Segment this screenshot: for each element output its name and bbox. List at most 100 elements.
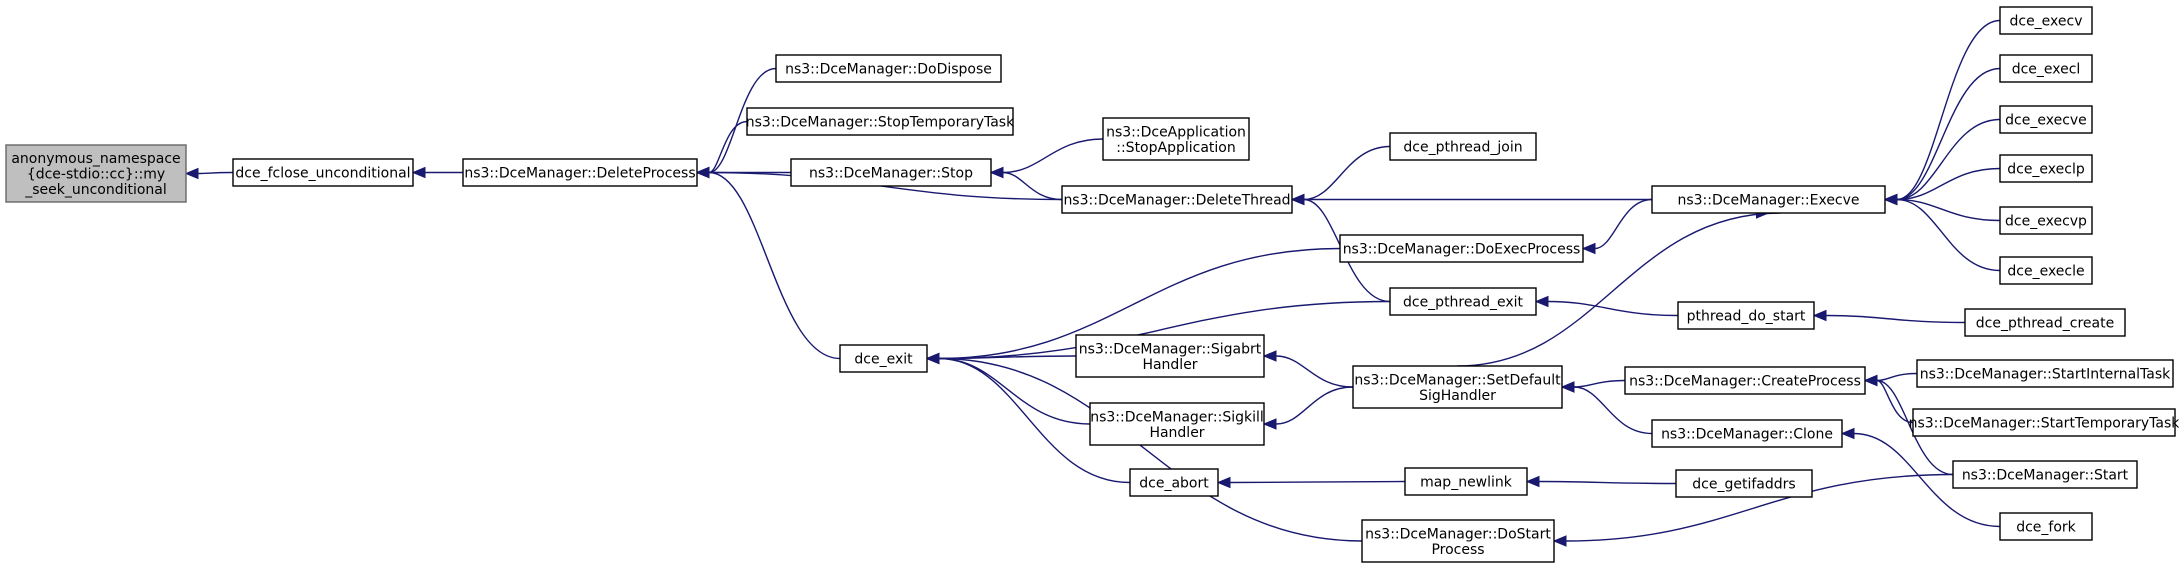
node-label: _seek_unconditional (24, 182, 167, 198)
node-label: dce_getifaddrs (1692, 477, 1795, 493)
node-label: Process (1431, 542, 1484, 558)
node-box (1999, 256, 2093, 285)
arrowhead-icon (1552, 535, 1567, 547)
node-pdostart[interactable]: pthread_do_start (1677, 301, 1815, 330)
node-label: ns3::DceManager::DoExecProcess (1343, 242, 1581, 258)
arrowhead-icon (411, 166, 426, 179)
node-deletethread[interactable]: ns3::DceManager::DeleteThread (1061, 185, 1293, 214)
node-label: dce_execvp (2005, 214, 2087, 230)
edge-sigkill-to-dceexit (938, 357, 1091, 425)
arrowhead-icon (1560, 381, 1575, 393)
node-box (1964, 308, 2126, 337)
node-starttemp[interactable]: ns3::DceManager::StartTemporaryTask (1909, 408, 2181, 437)
edge-execv-to-execve (1896, 19, 2001, 201)
node-box (1404, 467, 1528, 496)
edges-layer (184, 19, 2001, 547)
edge-execve2-to-execve (1896, 118, 2001, 201)
node-label: ns3::DceManager::SetDefault (1354, 372, 1561, 388)
edge-execl-to-execve (1896, 67, 2001, 201)
node-stoptemp[interactable]: ns3::DceManager::StopTemporaryTask (746, 107, 1015, 136)
edge-execle-to-execve (1896, 198, 2001, 272)
node-execv[interactable]: dce_execv (1999, 6, 2093, 35)
node-label: ns3::DceManager::DeleteThread (1063, 193, 1290, 209)
node-execve[interactable]: ns3::DceManager::Execve (1651, 185, 1886, 214)
node-startinternal[interactable]: ns3::DceManager::StartInternalTask (1916, 359, 2174, 388)
node-box (775, 54, 1002, 83)
node-label: dce_pthread_join (1403, 140, 1522, 156)
arrowhead-icon (989, 166, 1004, 179)
node-execl[interactable]: dce_execl (1999, 54, 2093, 83)
node-box (1352, 365, 1563, 409)
node-box (1675, 469, 1813, 498)
node-label: dce_execlp (2007, 162, 2085, 178)
node-box (1999, 6, 2093, 35)
node-label: dce_pthread_create (1976, 316, 2114, 332)
node-label: dce_abort (1139, 476, 1209, 492)
node-label: ns3::DceApplication (1106, 124, 1246, 140)
arrowhead-icon (184, 167, 199, 180)
node-pexit[interactable]: dce_pthread_exit (1389, 287, 1537, 316)
edge-dostart-to-dceexit (938, 357, 1363, 542)
node-label: ns3::DceManager::StartTemporaryTask (1909, 416, 2181, 432)
node-label: ns3::DceManager::Start (1962, 468, 2129, 484)
edge-execlp-to-execve (1896, 167, 2001, 201)
arrowhead-icon (1290, 193, 1305, 206)
node-box (1912, 408, 2176, 437)
node-pcreate[interactable]: dce_pthread_create (1964, 308, 2126, 337)
node-box (1089, 402, 1265, 446)
edge-doexec-to-dceexit (938, 247, 1341, 360)
edge-dodispose-to-deleteprocess (708, 67, 777, 174)
node-label: ns3::DceManager::DoStart (1365, 526, 1551, 542)
node-label: ns3::DceManager::StartInternalTask (1920, 367, 2171, 383)
node-label: ns3::DceManager::Sigabrt (1079, 341, 1262, 357)
edge-setdefault-to-sigkill (1275, 386, 1354, 425)
node-abort[interactable]: dce_abort (1129, 468, 1219, 497)
node-label: dce_execve (2005, 113, 2087, 129)
node-label: ns3::DceManager::Stop (809, 166, 973, 182)
node-anon[interactable]: anonymous_namespace{dce-stdio::cc}::my_s… (5, 144, 187, 203)
node-execle[interactable]: dce_execle (1999, 256, 2093, 285)
node-box (1129, 468, 1219, 497)
node-execlp[interactable]: dce_execlp (1999, 154, 2093, 183)
edge-stopapp-to-stop (1002, 138, 1104, 174)
node-createproc[interactable]: ns3::DceManager::CreateProcess (1624, 366, 1866, 395)
node-fork[interactable]: dce_fork (1999, 512, 2093, 541)
node-label: ns3::DceManager::Sigkill (1090, 409, 1264, 425)
node-doexec[interactable]: ns3::DceManager::DoExecProcess (1339, 234, 1584, 263)
node-pjoin[interactable]: dce_pthread_join (1389, 132, 1537, 161)
node-start[interactable]: ns3::DceManager::Start (1952, 460, 2138, 489)
node-box (462, 158, 698, 187)
arrowhead-icon (1581, 242, 1596, 255)
node-execve2[interactable]: dce_execve (1999, 105, 2093, 134)
edge-fork-to-clone (1853, 432, 2001, 528)
node-execvp[interactable]: dce_execvp (1999, 206, 2093, 235)
node-box (1999, 206, 2093, 235)
node-dodispose[interactable]: ns3::DceManager::DoDispose (775, 54, 1002, 83)
node-dceexit[interactable]: dce_exit (839, 344, 928, 373)
edge-createproc-to-setdefault (1573, 379, 1626, 388)
node-label: ns3::DceManager::Clone (1661, 427, 1833, 443)
node-deleteprocess[interactable]: ns3::DceManager::DeleteProcess (462, 158, 698, 187)
node-stop[interactable]: ns3::DceManager::Stop (790, 158, 992, 187)
arrowhead-icon (1216, 476, 1231, 489)
node-getifaddrs[interactable]: dce_getifaddrs (1675, 469, 1813, 498)
arrowhead-icon (1534, 295, 1549, 308)
arrowhead-icon (925, 352, 940, 365)
node-clone[interactable]: ns3::DceManager::Clone (1651, 419, 1843, 448)
arrowhead-icon (1262, 418, 1277, 430)
node-label: dce_pthread_exit (1403, 295, 1524, 311)
node-fclose[interactable]: dce_fclose_unconditional (232, 158, 414, 187)
arrowhead-icon (1840, 427, 1855, 440)
arrowhead-icon (695, 166, 710, 179)
node-box (1999, 154, 2093, 183)
node-box (1651, 419, 1843, 448)
node-mapnew[interactable]: map_newlink (1404, 467, 1528, 496)
edge-execvp-to-execve (1896, 198, 2001, 222)
node-stopapp[interactable]: ns3::DceApplication::StopApplication (1102, 117, 1250, 161)
edge-mapnew-to-abort (1229, 480, 1406, 484)
